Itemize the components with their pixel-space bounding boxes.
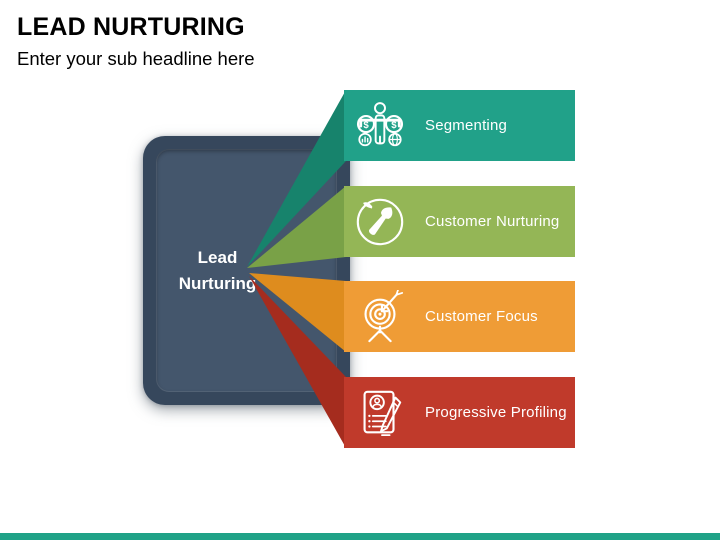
sprout-trowel-icon xyxy=(356,198,404,245)
banner-progressive-profiling: Progressive Profiling xyxy=(344,377,575,448)
core-label: Lead Nurturing xyxy=(178,248,257,293)
progressive-profiling-ribbon-triangle xyxy=(249,276,346,448)
banner-customer-nurturing: Customer Nurturing xyxy=(344,186,575,257)
segmenting-ribbon-triangle xyxy=(247,90,346,267)
banner-segmenting: $ $ Segmenting xyxy=(344,90,575,161)
banner-label: Customer Nurturing xyxy=(425,213,560,230)
profile-document-pencil-icon xyxy=(363,390,402,436)
slide-header: LEAD NURTURING Enter your sub headline h… xyxy=(17,12,255,70)
svg-text:$: $ xyxy=(391,119,397,130)
people-money-segmentation-icon: $ $ xyxy=(356,101,404,146)
bottom-accent-bar xyxy=(0,533,720,540)
banner-label: Progressive Profiling xyxy=(425,404,567,421)
target-arrow-icon xyxy=(364,289,404,342)
page-subtitle: Enter your sub headline here xyxy=(17,48,255,69)
banner-customer-focus: Customer Focus xyxy=(344,281,575,352)
page-title: LEAD NURTURING xyxy=(17,13,245,41)
banner-label: Segmenting xyxy=(425,117,508,134)
customer-focus-ribbon-triangle xyxy=(249,273,346,352)
banner-label: Customer Focus xyxy=(425,308,538,325)
svg-text:$: $ xyxy=(363,119,369,130)
customer-nurturing-ribbon-triangle xyxy=(247,186,346,268)
